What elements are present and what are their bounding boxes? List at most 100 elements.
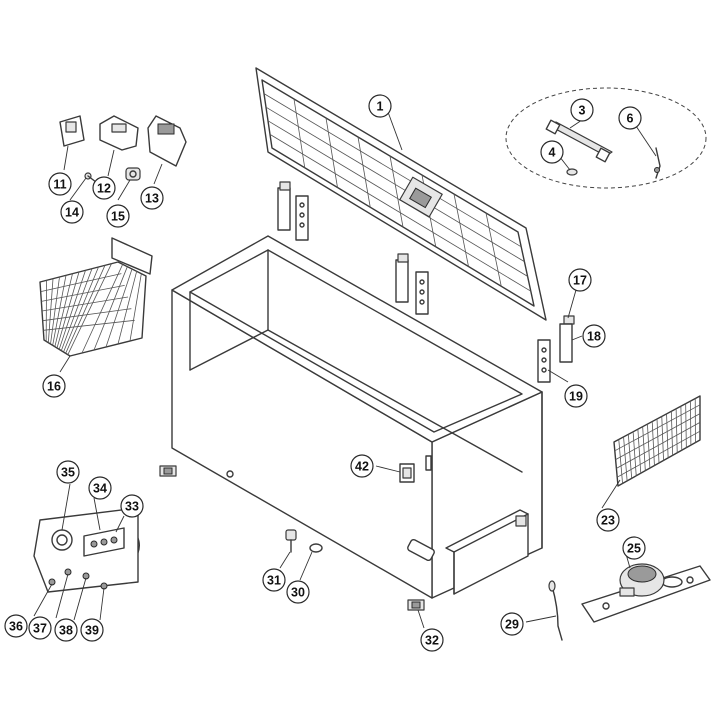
callout-12: 12 <box>92 176 116 200</box>
callout-label: 4 <box>549 146 556 160</box>
callout-29: 29 <box>500 612 524 636</box>
callout-label: 37 <box>33 622 47 636</box>
callout-15: 15 <box>106 204 130 228</box>
callout-39: 39 <box>80 618 104 642</box>
callout-label: 33 <box>125 500 139 514</box>
callout-label: 31 <box>267 574 281 588</box>
callout-32: 32 <box>420 628 444 652</box>
callout-label: 11 <box>53 178 66 192</box>
leader-lines <box>33 111 657 629</box>
callout-label: 36 <box>9 620 23 634</box>
callout-circle <box>80 618 104 642</box>
callout-circle <box>48 172 72 196</box>
callout-circle <box>582 324 606 348</box>
callout-circle <box>622 536 646 560</box>
callout-13: 13 <box>140 186 164 210</box>
callout-33: 33 <box>120 494 144 518</box>
callout-4: 4 <box>540 140 564 164</box>
callout-42: 42 <box>350 454 374 478</box>
callout-circle <box>92 176 116 200</box>
callout-label: 15 <box>111 210 125 224</box>
capillary-part <box>548 580 563 641</box>
callout-label: 38 <box>59 624 73 638</box>
callout-label: 34 <box>93 482 107 496</box>
callout-37: 37 <box>28 616 52 640</box>
callout-circle <box>500 612 524 636</box>
callout-16: 16 <box>42 374 66 398</box>
callout-label: 25 <box>627 542 641 556</box>
callout-label: 17 <box>573 274 587 288</box>
callout-14: 14 <box>60 200 84 224</box>
callout-circle <box>56 460 80 484</box>
callout-circle <box>140 186 164 210</box>
callout-circle <box>106 204 130 228</box>
callout-circle <box>540 140 564 164</box>
control-panel-part <box>33 507 140 593</box>
callout-35: 35 <box>56 460 80 484</box>
callout-label: 30 <box>291 586 305 600</box>
callout-19: 19 <box>564 384 588 408</box>
callout-label: 32 <box>425 634 439 648</box>
callout-circle <box>570 98 594 122</box>
callout-circle <box>54 618 78 642</box>
hinge-right-part <box>537 315 575 383</box>
callout-circle <box>120 494 144 518</box>
callout-label: 23 <box>601 514 615 528</box>
hinge-center-part <box>395 253 429 315</box>
callout-31: 31 <box>262 568 286 592</box>
callout-circle <box>42 374 66 398</box>
callout-label: 13 <box>145 192 159 206</box>
callout-18: 18 <box>582 324 606 348</box>
callout-circle <box>262 568 286 592</box>
small-parts-group <box>59 115 187 183</box>
callout-label: 18 <box>587 330 601 344</box>
callout-circle <box>4 614 28 638</box>
callout-25: 25 <box>622 536 646 560</box>
callout-circle <box>596 508 620 532</box>
callout-label: 3 <box>579 104 586 118</box>
callout-circle <box>618 106 642 130</box>
callout-circle <box>368 94 392 118</box>
hinge-left-part <box>277 181 309 241</box>
callout-circle <box>286 580 310 604</box>
callout-label: 42 <box>355 460 369 474</box>
lid-part <box>255 67 547 321</box>
callout-label: 14 <box>65 206 79 220</box>
compressor-part <box>581 563 711 623</box>
callout-circle <box>420 628 444 652</box>
callout-label: 39 <box>85 624 99 638</box>
callout-label: 16 <box>47 380 61 394</box>
callout-30: 30 <box>286 580 310 604</box>
callout-label: 29 <box>505 618 519 632</box>
bottom-feet <box>159 465 425 611</box>
callout-circle <box>88 476 112 500</box>
callout-label: 6 <box>627 112 634 126</box>
handle-part <box>399 463 415 483</box>
callout-label: 35 <box>61 466 75 480</box>
cabinet-body <box>171 235 543 599</box>
callout-6: 6 <box>618 106 642 130</box>
callout-label: 19 <box>569 390 583 404</box>
callout-3: 3 <box>570 98 594 122</box>
callout-circle <box>28 616 52 640</box>
foot-parts <box>285 529 323 553</box>
callout-23: 23 <box>596 508 620 532</box>
condenser-grill-part <box>613 395 701 487</box>
callout-36: 36 <box>4 614 28 638</box>
callout-circle <box>60 200 84 224</box>
accessory-group <box>505 87 707 189</box>
callout-label: 12 <box>97 182 111 196</box>
callout-17: 17 <box>568 268 592 292</box>
callout-circle <box>350 454 374 478</box>
callout-1: 1 <box>368 94 392 118</box>
callout-34: 34 <box>88 476 112 500</box>
callout-label: 1 <box>377 100 384 114</box>
basket-part <box>39 237 153 357</box>
callout-11: 11 <box>48 172 72 196</box>
callout-38: 38 <box>54 618 78 642</box>
callout-circle <box>568 268 592 292</box>
callout-circle <box>564 384 588 408</box>
